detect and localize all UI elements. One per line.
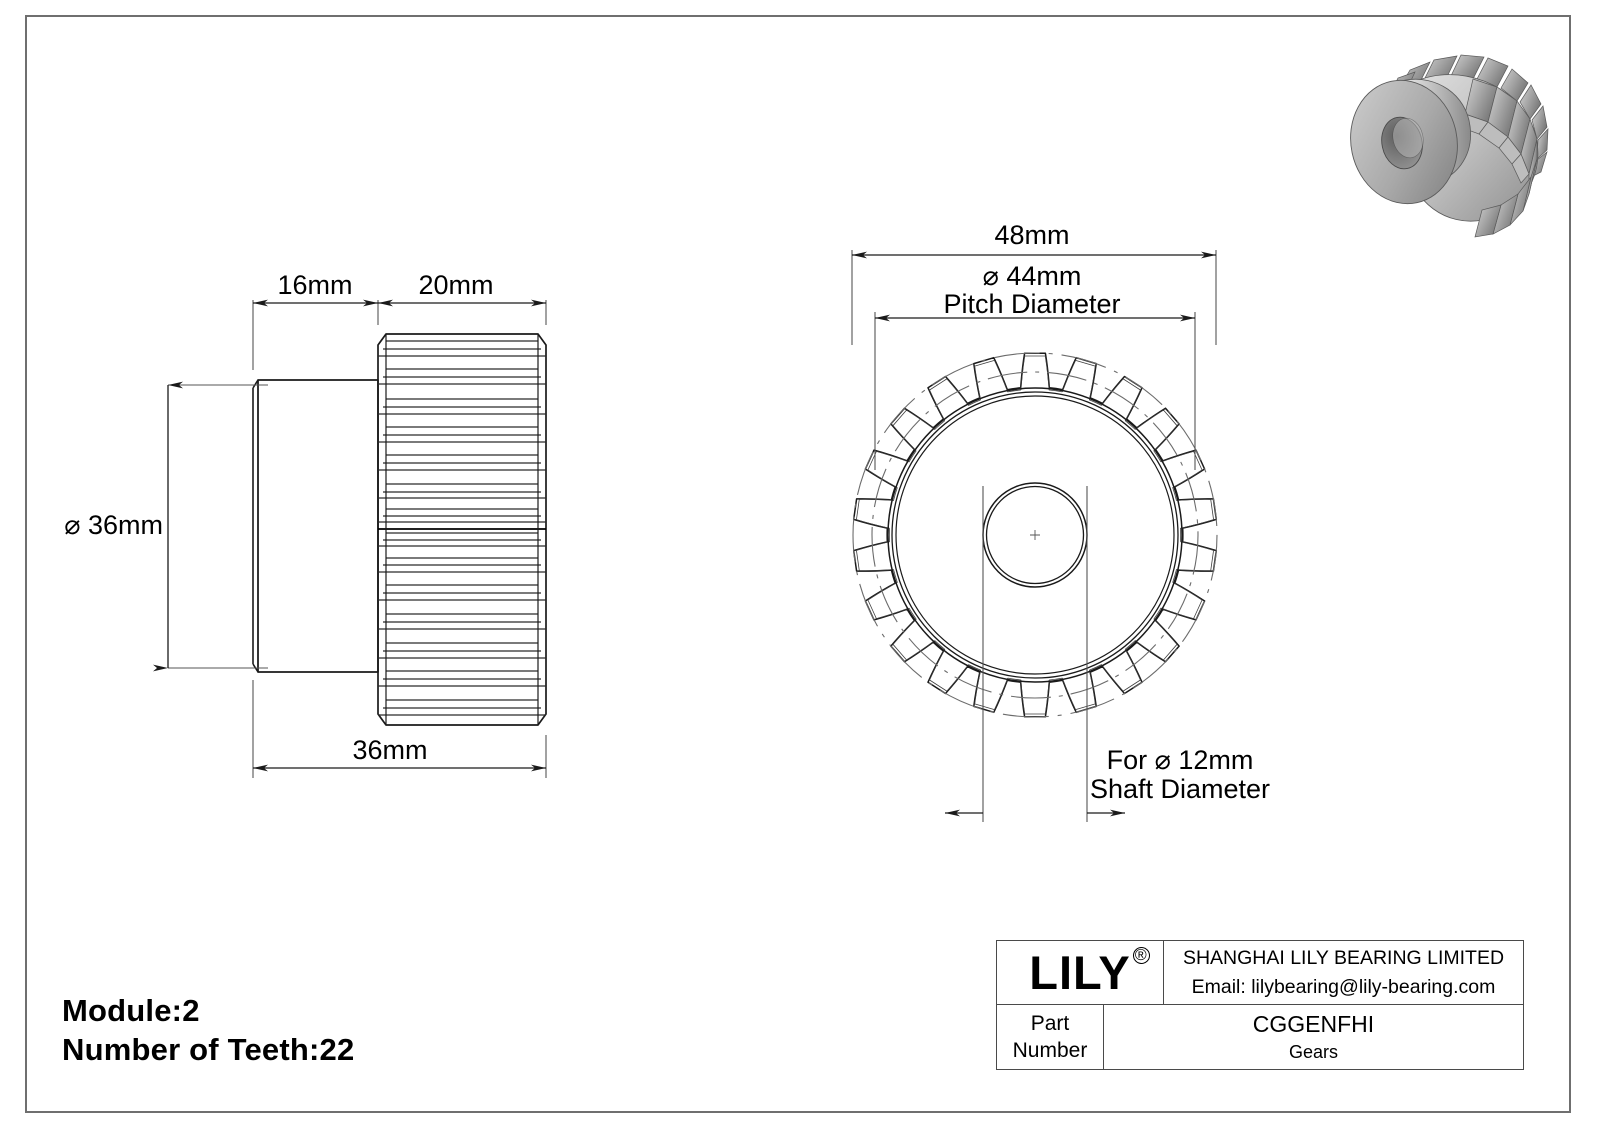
title-block: LILY® SHANGHAI LILY BEARING LIMITED Emai… [996,940,1524,1070]
lily-logo: LILY® [1029,946,1150,999]
registered-trademark-icon: ® [1132,947,1150,964]
dim-overall-length: 36mm [352,735,427,765]
title-block-part-label-cell: Part Number [996,1004,1104,1070]
spec-teeth: Number of Teeth:22 [62,1032,355,1067]
front-view-extension-lines [851,250,1217,822]
dim-outside-diameter: 48mm [994,220,1069,250]
dim-pitch-diameter-sub: Pitch Diameter [943,289,1120,319]
front-view [852,352,1218,718]
dim-pitch-diameter: ⌀ 44mm [983,261,1082,291]
gear-teeth-profile [852,352,1218,718]
gear-3d-render [1350,54,1549,238]
bore-chamfer-circle [985,485,1085,585]
pitch-circle [871,371,1199,699]
center-mark [1030,530,1040,540]
dim-face-width: 20mm [418,270,493,300]
title-block-logo-cell: LILY® [996,940,1164,1005]
hub-inner-circle [895,395,1175,675]
dim-hub-diameter: ⌀ 36mm [64,510,163,540]
side-view-dimension-lines [153,299,546,772]
dim-shaft-bore-sub: Shaft Diameter [1090,774,1270,804]
render-front-teeth [1456,78,1538,238]
dim-hub-length: 16mm [277,270,352,300]
lily-logo-text: LILY [1029,946,1131,999]
company-name: SHANGHAI LILY BEARING LIMITED [1182,947,1505,970]
title-block-part-value-cell: CGGENFHI Gears [1103,1004,1524,1070]
addendum-circle [852,352,1218,718]
part-label-line2: Number [1012,1039,1088,1062]
side-view [252,333,547,726]
part-number: CGGENFHI [1252,1011,1375,1038]
hub-outer-circle [891,391,1179,679]
part-category: Gears [1288,1042,1339,1063]
root-circle [887,387,1183,683]
front-view-dimension-lines [852,251,1216,817]
gear-teeth-chamfer [856,355,1214,715]
sheet-border [25,15,1571,1113]
title-block-company-cell: SHANGHAI LILY BEARING LIMITED Email: lil… [1163,940,1524,1005]
side-view-extension-lines [168,300,547,778]
render-hub [1350,78,1471,205]
dim-shaft-bore: For ⌀ 12mm [1107,745,1254,775]
company-email: Email: lilybearing@lily-bearing.com [1191,975,1496,998]
spec-module: Module:2 [62,993,200,1028]
part-label-line1: Part [1030,1011,1070,1035]
